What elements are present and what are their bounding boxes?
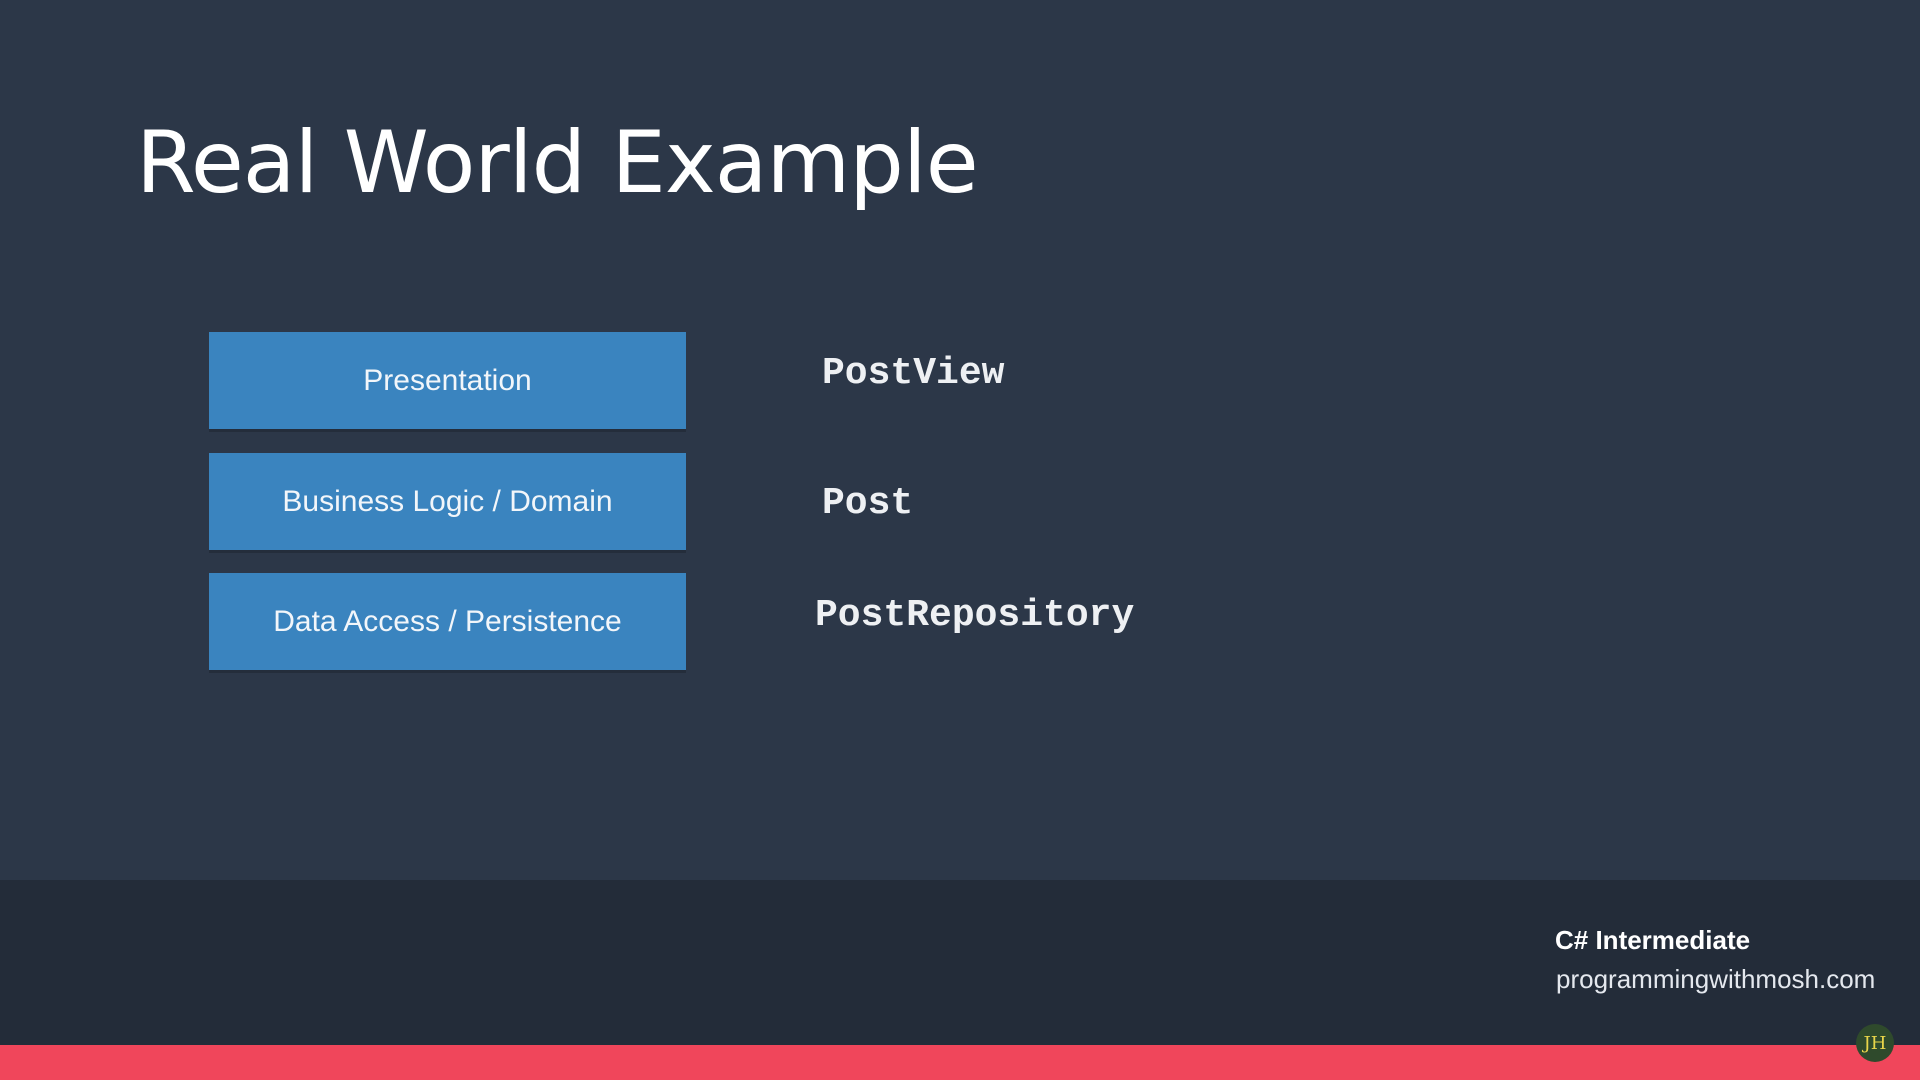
site-url: programmingwithmosh.com [1556, 964, 1876, 994]
course-name: C# Intermediate [1555, 925, 1751, 955]
layer-box-business-logic: Business Logic / Domain [209, 453, 686, 550]
footer-band [0, 880, 1920, 1045]
class-name-post: Post [822, 482, 914, 525]
layer-box-data-access: Data Access / Persistence [209, 573, 686, 670]
slide-title: Real World Example [136, 113, 979, 213]
channel-badge-icon: JH [1856, 1024, 1894, 1062]
class-name-postrepository: PostRepository [815, 594, 1135, 637]
class-name-postview: PostView [822, 352, 1005, 395]
layer-box-presentation: Presentation [209, 332, 686, 429]
accent-bar [0, 1045, 1920, 1080]
